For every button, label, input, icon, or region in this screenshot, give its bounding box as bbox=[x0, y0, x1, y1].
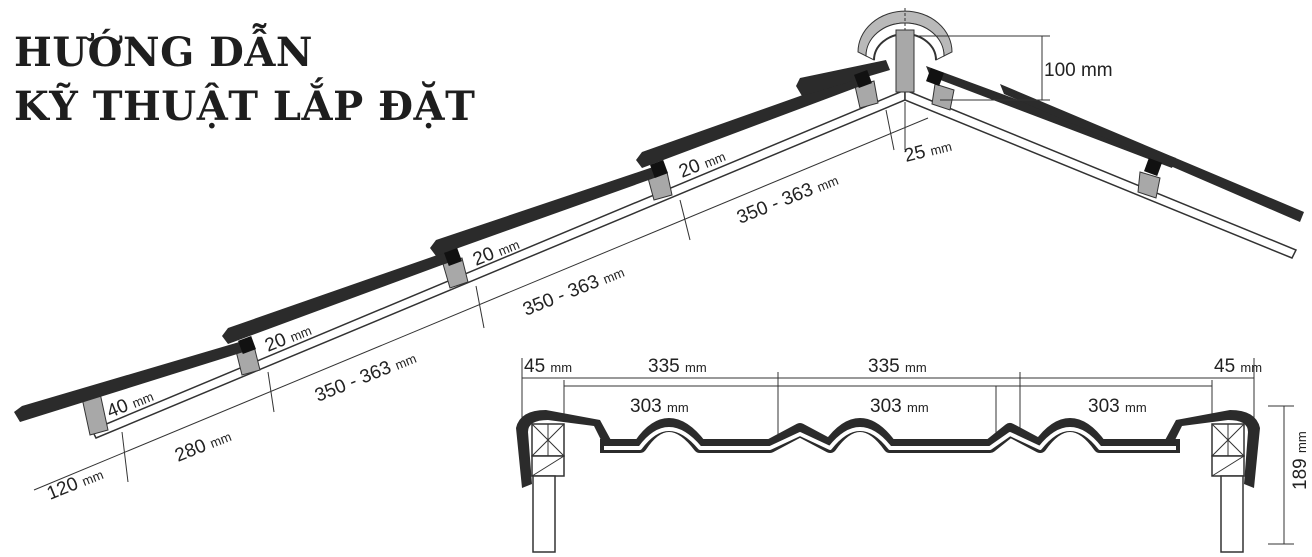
label-batten-spacing-2: 350 - 363 mm bbox=[520, 261, 627, 321]
label-batten-spacing-3: 350 - 363 mm bbox=[734, 169, 841, 229]
label-width-2: 303 mm bbox=[870, 396, 929, 417]
clip-4 bbox=[854, 70, 872, 88]
profile-dimension-lines bbox=[521, 358, 1294, 545]
clip-right-1 bbox=[926, 68, 944, 86]
tile-profile bbox=[600, 418, 1180, 453]
label-height: 189 mm bbox=[1290, 431, 1311, 490]
tile-2 bbox=[222, 252, 450, 344]
title-line-1: HƯỚNG DẪN bbox=[14, 29, 313, 76]
label-batten-spacing-1: 350 - 363 mm bbox=[312, 347, 419, 407]
tile-4 bbox=[636, 74, 866, 168]
roof-dimension-lines bbox=[33, 35, 1050, 491]
batten-right-1 bbox=[931, 83, 955, 111]
label-width-1: 303 mm bbox=[630, 396, 689, 417]
batten-right-2 bbox=[1137, 171, 1161, 199]
label-edge-right: 45 mm bbox=[1214, 356, 1262, 377]
label-first-batten: 280 mm bbox=[172, 425, 234, 466]
tile-profile-section: 45 mm 335 mm 335 mm 45 mm 303 mm 303 mm … bbox=[516, 356, 1311, 553]
clip-2 bbox=[444, 248, 462, 266]
right-edge-tile bbox=[1164, 410, 1260, 488]
title-line-2: KỸ THUẬT LẮP ĐẶT bbox=[14, 83, 476, 130]
tile-3 bbox=[430, 166, 660, 256]
right-rafter-post bbox=[1220, 475, 1244, 553]
tile-right-2 bbox=[1000, 84, 1304, 222]
label-cover-left: 335 mm bbox=[648, 356, 707, 377]
tile-right-1 bbox=[926, 66, 1176, 168]
clip-1 bbox=[238, 336, 256, 354]
left-rafter-post bbox=[532, 475, 556, 553]
ridge-cap bbox=[857, 8, 953, 93]
label-eave-overhang: 120 mm bbox=[44, 463, 106, 504]
left-edge-tile bbox=[516, 410, 612, 488]
page-title: HƯỚNG DẪN KỸ THUẬT LẮP ĐẶT bbox=[14, 26, 475, 134]
label-ridge-height: 100 mm bbox=[1044, 60, 1113, 81]
label-ridge-gap: 25 mm bbox=[902, 135, 954, 167]
right-rafter bbox=[904, 88, 1298, 259]
roof-section: 120 mm 280 mm 40 mm 350 - 363 mm 350 - 3… bbox=[14, 8, 1304, 505]
label-width-3: 303 mm bbox=[1088, 396, 1147, 417]
clip-3 bbox=[650, 160, 668, 178]
label-edge-left: 45 mm bbox=[524, 356, 572, 377]
tile-5 bbox=[796, 60, 890, 96]
tile-profile-inner bbox=[604, 427, 1176, 450]
label-cover-right: 335 mm bbox=[868, 356, 927, 377]
clip-right-2 bbox=[1144, 158, 1162, 176]
tile-1 bbox=[14, 340, 250, 422]
ridge-board bbox=[895, 29, 915, 93]
